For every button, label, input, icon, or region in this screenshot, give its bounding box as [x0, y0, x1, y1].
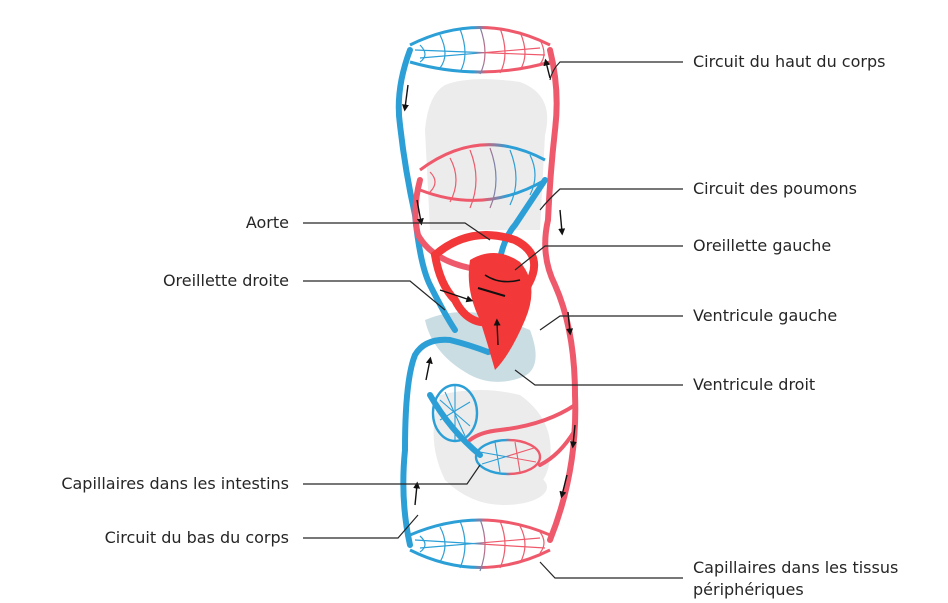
leader-peripheral [540, 562, 683, 578]
label-lower-circuit: Circuit du bas du corps [105, 528, 289, 547]
leader-lower-circuit [303, 515, 418, 538]
leader-upper-circuit [550, 62, 683, 80]
upper-capillary-bed [410, 27, 550, 74]
label-right-atrium: Oreillette droite [163, 271, 289, 290]
label-right-ventricle: Ventricule droit [693, 375, 815, 394]
leader-left-ventricle [540, 316, 683, 330]
leader-left-atrium [515, 246, 683, 270]
leader-right-atrium [303, 281, 445, 310]
label-left-atrium: Oreillette gauche [693, 236, 831, 255]
lower-capillary-bed [410, 519, 550, 571]
label-upper-circuit: Circuit du haut du corps [693, 52, 885, 71]
leader-lung-circuit [540, 189, 683, 210]
label-lung-circuit: Circuit des poumons [693, 179, 857, 198]
leader-right-ventricle [515, 370, 683, 385]
label-peripheral-capillaries-line2: périphériques [693, 580, 804, 599]
label-intestine-capillaries: Capillaires dans les intestins [61, 474, 289, 493]
label-aorta: Aorte [246, 213, 289, 232]
label-peripheral-capillaries-line1: Capillaires dans les tissus [693, 558, 898, 577]
label-left-ventricle: Ventricule gauche [693, 306, 837, 325]
